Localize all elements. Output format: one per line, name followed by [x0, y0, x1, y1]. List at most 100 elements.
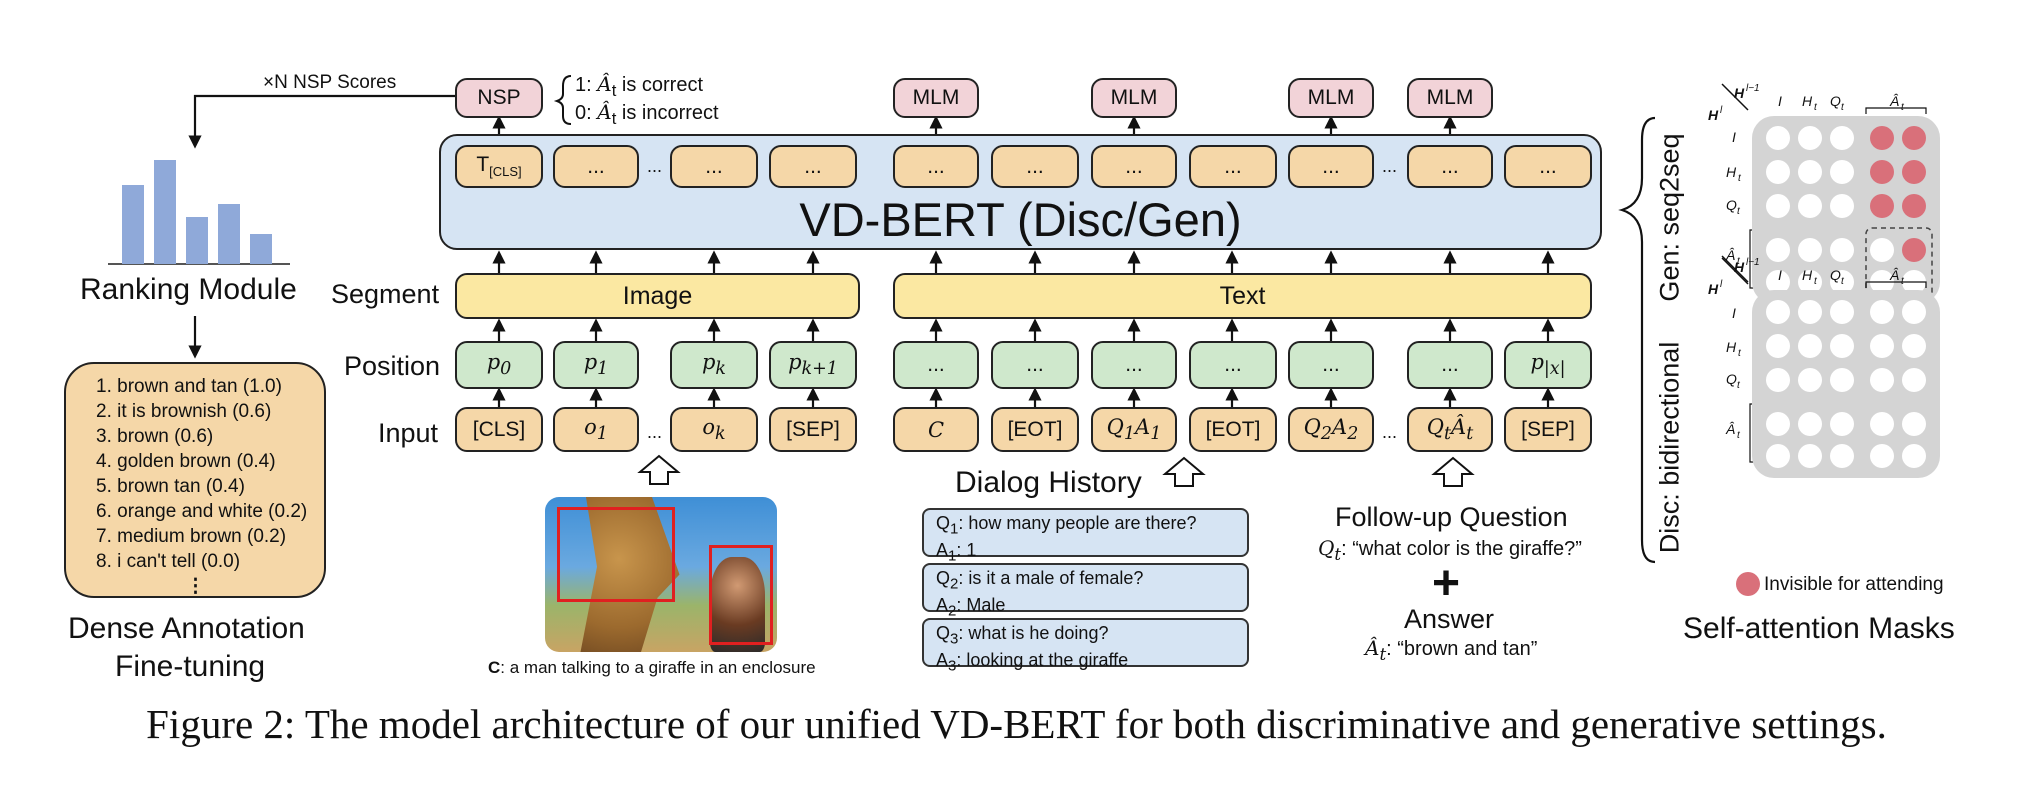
image-up-arrow — [637, 454, 681, 485]
gen-mask-dot — [1830, 270, 1854, 294]
svg-text:l−1: l−1 — [1746, 83, 1760, 94]
svg-text:Â: Â — [1889, 93, 1899, 109]
gen-mask-dot — [1766, 270, 1790, 294]
gen-mask-dot — [1830, 126, 1854, 150]
input-label: Input — [378, 418, 439, 448]
answer-title: Answer — [1404, 604, 1495, 634]
disc-mask-dot — [1902, 444, 1926, 468]
disc-mask-dot — [1798, 300, 1822, 324]
gen-mask-dot — [1870, 238, 1894, 262]
position-p0: p0 — [455, 341, 543, 389]
position-token: ... — [1189, 341, 1277, 389]
gen-mask-dot — [1798, 238, 1822, 262]
output-token: ... — [1091, 145, 1177, 188]
gen-mask-dot — [1766, 126, 1790, 150]
answer-text: Ât: “brown and tan” — [1365, 636, 1538, 664]
gen-mask-dot — [1902, 160, 1926, 184]
input-sep: [SEP] — [769, 407, 857, 452]
gen-mask-dot — [1870, 160, 1894, 184]
disc-mask-dot — [1830, 444, 1854, 468]
gen-mask-dot — [1798, 160, 1822, 184]
ranking-bar — [250, 234, 272, 264]
position-pk: pk — [670, 341, 758, 389]
gen-seq2seq-label: Gen: seq2seq — [1654, 133, 1685, 302]
disc-mask-dot — [1766, 412, 1790, 436]
disc-mask-dot — [1870, 300, 1894, 324]
disc-mask-dot — [1798, 334, 1822, 358]
gen-mask-dot — [1766, 194, 1790, 218]
gen-mask-dot — [1766, 238, 1790, 262]
mask-brace — [1618, 116, 1656, 564]
svg-text:t: t — [1737, 430, 1741, 441]
ranking-bar — [154, 159, 176, 264]
output-token: ... — [1189, 145, 1277, 188]
gen-mask-dot — [1902, 194, 1926, 218]
svg-text:I: I — [1732, 129, 1736, 145]
text-segment: Text — [893, 273, 1592, 319]
svg-text:Â: Â — [1725, 421, 1735, 437]
position-token: ... — [991, 341, 1079, 389]
ellipsis-gap: ... — [647, 422, 663, 442]
output-token: ... — [893, 145, 979, 188]
ranking-list: 1. brown and tan (1.0) 2. it is brownish … — [64, 362, 326, 598]
svg-text:t: t — [1814, 276, 1818, 287]
output-arrows — [492, 115, 1457, 134]
ellipsis-gap: ... — [647, 156, 663, 176]
ranking-list-item: 1. brown and tan (1.0) — [96, 376, 282, 397]
svg-text:H: H — [1802, 267, 1813, 283]
gen-mask-dot — [1902, 126, 1926, 150]
output-token: ... — [769, 145, 857, 188]
svg-text:t: t — [1737, 380, 1741, 391]
nsp-scores-label: ×N NSP Scores — [263, 72, 397, 93]
position-token: ... — [893, 341, 979, 389]
svg-text:Q: Q — [1726, 371, 1737, 387]
output-token: ... — [1407, 145, 1493, 188]
mlm-head-4: MLM — [1407, 78, 1493, 118]
disc-mask-dot — [1766, 444, 1790, 468]
svg-text:H: H — [1708, 107, 1719, 123]
ranking-list-item: 7. medium brown (0.2) — [96, 526, 287, 547]
gen-mask-dot — [1870, 126, 1894, 150]
position-arrows — [492, 318, 1555, 341]
ranking-bar — [186, 217, 208, 264]
figure-caption: Figure 2: The model architecture of our … — [146, 701, 1887, 747]
ranking-list-item: 3. brown (0.6) — [96, 426, 214, 447]
dense-annotation-title: Dense Annotation — [68, 612, 305, 645]
input-qtat: QtÂt — [1407, 407, 1493, 452]
output-token-tcls: T[CLS] — [455, 145, 543, 188]
svg-text:t: t — [1738, 348, 1742, 359]
svg-text:Q: Q — [1830, 93, 1841, 109]
disc-mask-dot — [1902, 334, 1926, 358]
ranking-bar — [122, 184, 144, 264]
dialog-turn-2: Q2: is it a male of female?A2: Male — [922, 563, 1249, 619]
gen-mask-dot — [1798, 270, 1822, 294]
svg-text:I: I — [1778, 267, 1782, 283]
input-q1a1: Q1A1 — [1091, 407, 1177, 452]
svg-text:t: t — [1737, 206, 1741, 217]
svg-text:H: H — [1734, 85, 1745, 101]
nsp-head: NSP — [455, 78, 543, 118]
input-sep: [SEP] — [1504, 407, 1592, 452]
vd-bert-title: VD-BERT (Disc/Gen) — [799, 193, 1242, 246]
ranking-list-item: 8. i can't tell (0.0) — [96, 551, 241, 572]
ranking-list-item: ⋮ — [186, 576, 205, 597]
legend-invisible-dot — [1736, 572, 1760, 596]
output-token: ... — [553, 145, 639, 188]
disc-mask-dot — [1766, 368, 1790, 392]
ranking-list-item: 2. it is brownish (0.6) — [96, 401, 272, 422]
dialog-turn-3: Q3: what is he doing?A3: looking at the … — [922, 618, 1249, 674]
mlm-head-1: MLM — [893, 78, 979, 118]
disc-mask-dot — [1766, 300, 1790, 324]
disc-mask-dot — [1766, 334, 1790, 358]
output-token: ... — [991, 145, 1079, 188]
dialog-turn-1: Q1: how many people are there?A1: 1 — [922, 508, 1249, 564]
image-segment: Image — [455, 273, 860, 319]
position-label: Position — [344, 351, 441, 381]
dialog-up-arrow — [1162, 456, 1206, 487]
followup-question-text: Qt: “what color is the giraffe?” — [1318, 536, 1582, 564]
image-caption: C: a man talking to a giraffe in an encl… — [488, 658, 816, 677]
gen-mask-dot — [1830, 238, 1854, 262]
position-token: ... — [1288, 341, 1374, 389]
